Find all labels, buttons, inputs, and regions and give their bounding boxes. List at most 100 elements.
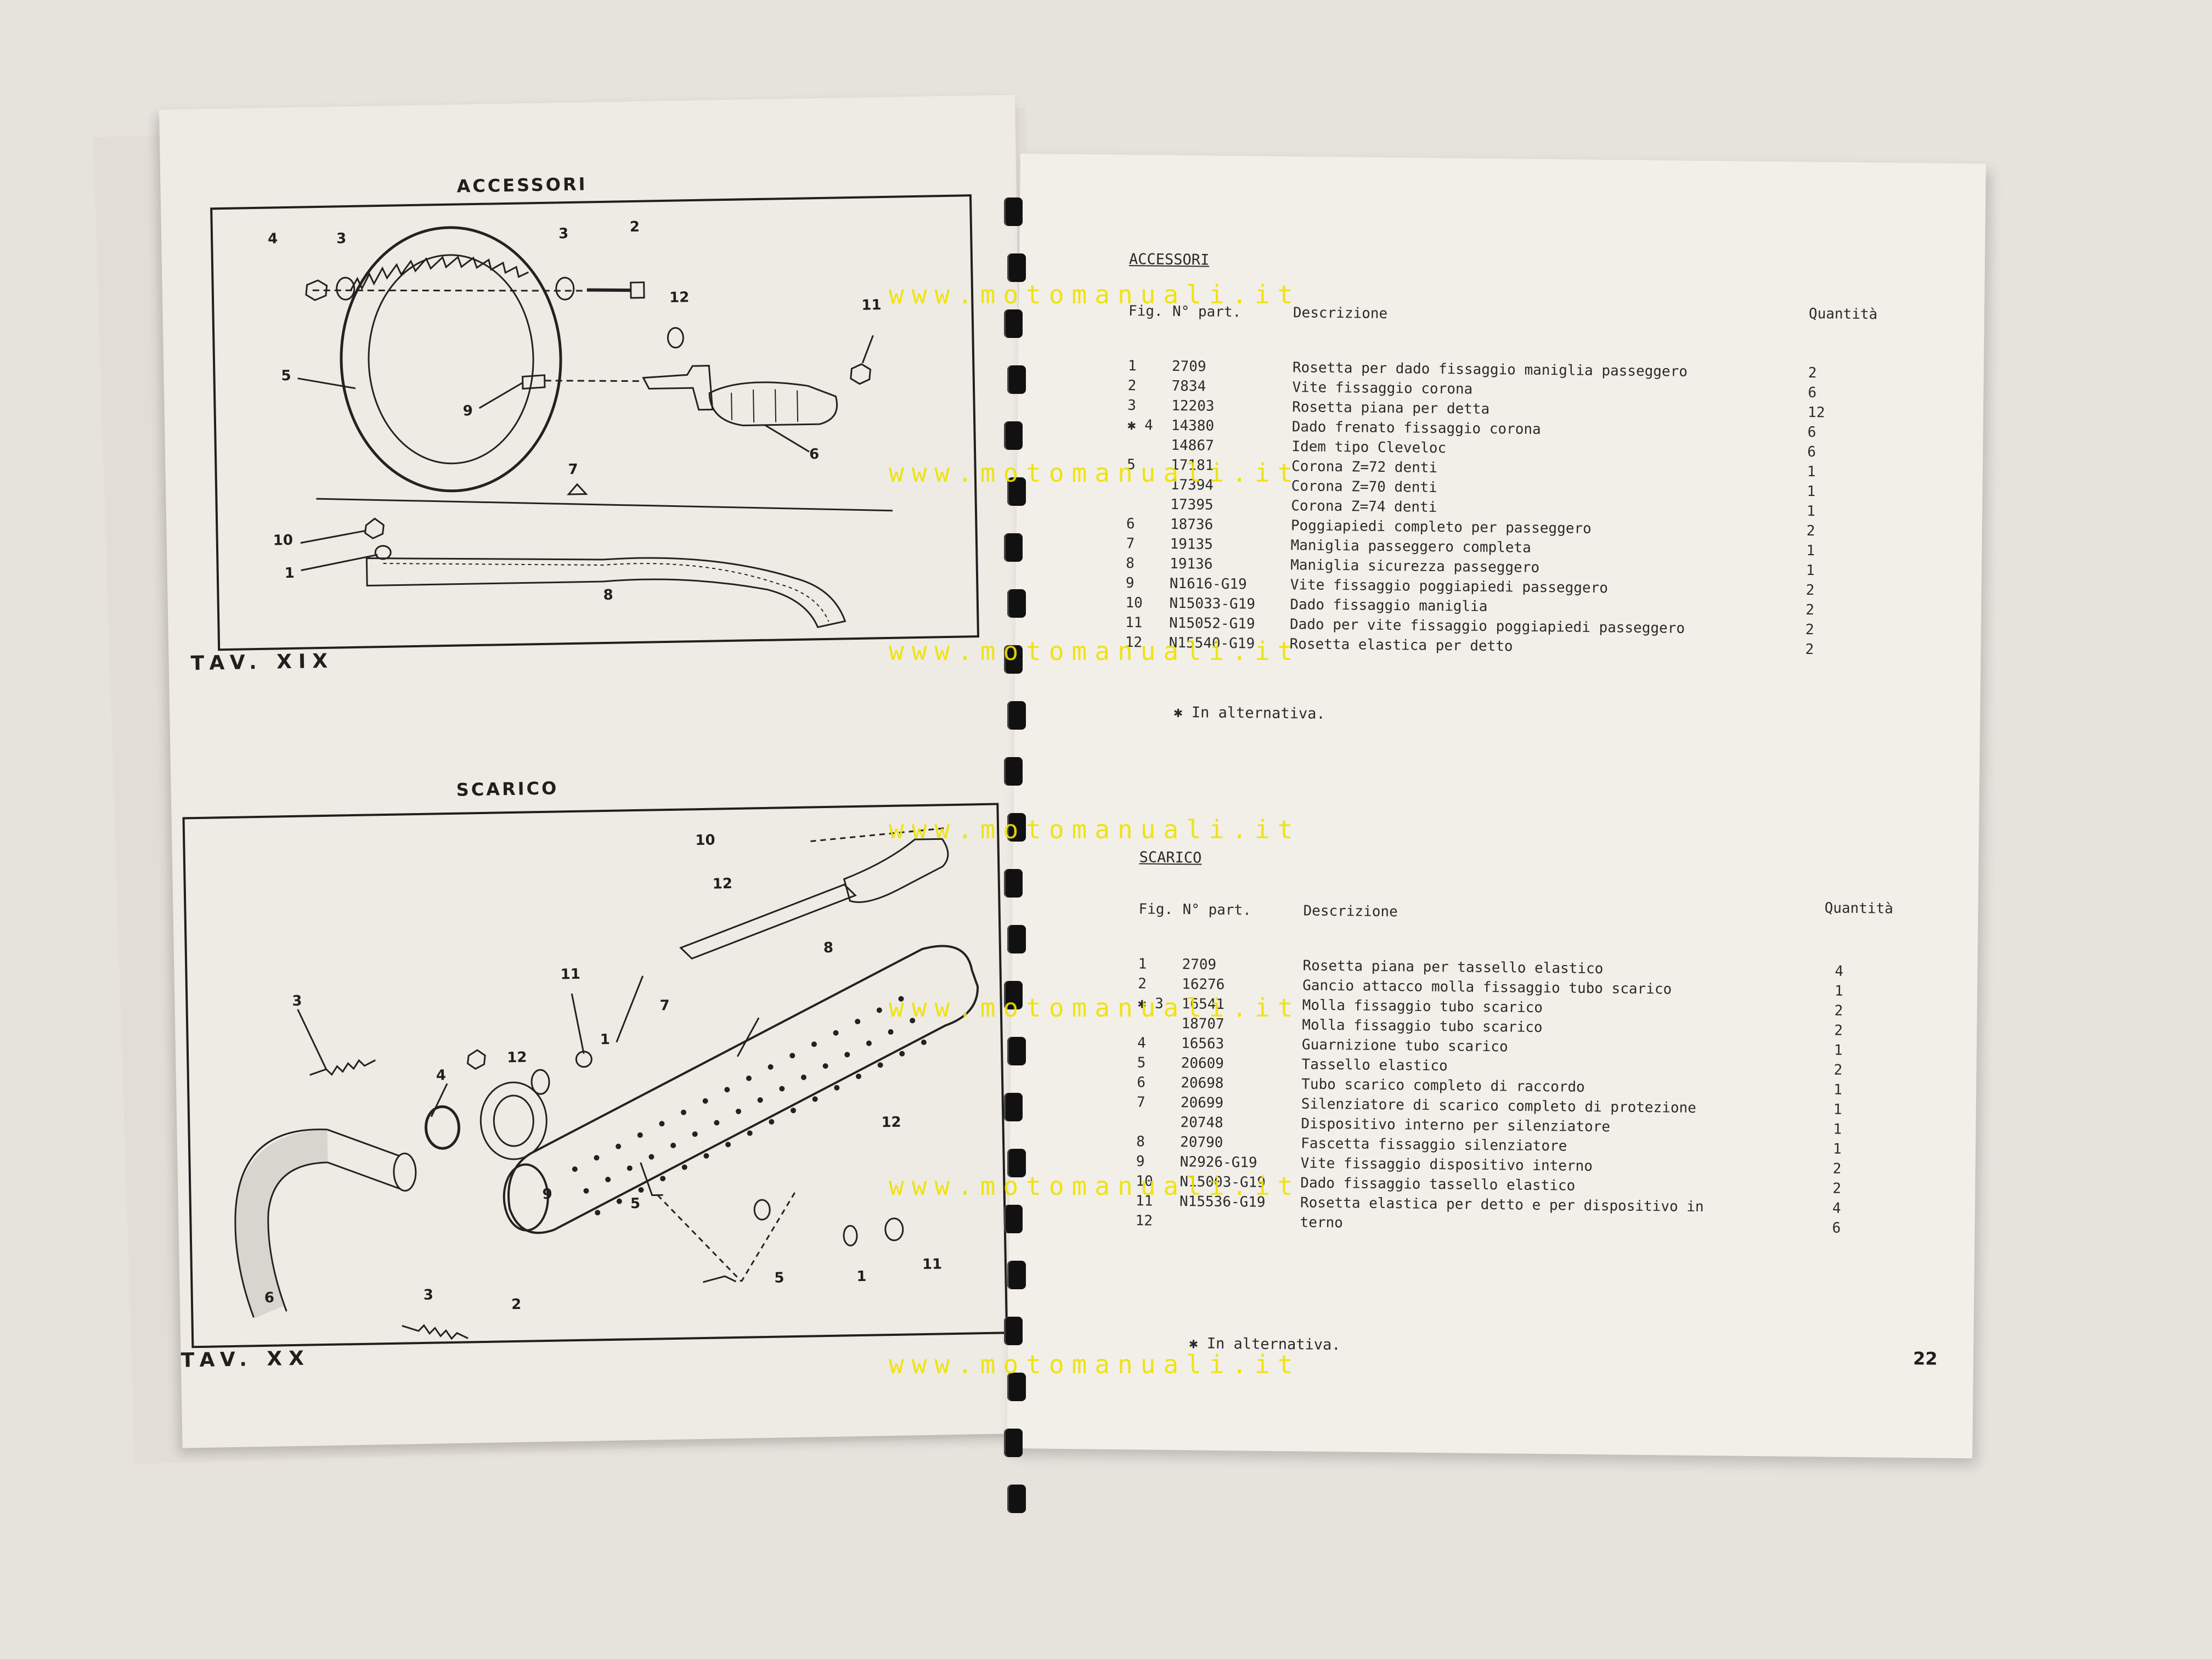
part-description: Molla fissaggio tubo scarico	[1302, 997, 1543, 1017]
accessori-diagram-frame: 4 3 3 2 12 11 5 9 7 6 10 1 8	[210, 194, 980, 651]
binding-ring	[1007, 1373, 1026, 1401]
part-quantity: 1	[1807, 464, 1816, 481]
callout-label: 11	[861, 297, 882, 314]
part-description: Dispositivo interno per silenziatore	[1301, 1115, 1611, 1136]
binding-ring	[1004, 421, 1023, 450]
scarico-exploded-view	[234, 827, 979, 1375]
part-fig-number: 12	[1135, 1212, 1153, 1229]
binding-ring	[1007, 477, 1026, 506]
part-quantity: 2	[1805, 641, 1814, 658]
part-quantity: 1	[1805, 562, 1815, 579]
watermark-text: www.motomanuali.it	[889, 636, 1301, 666]
watermark-text: www.motomanuali.it	[889, 1350, 1301, 1379]
part-fig-number: 6	[1137, 1074, 1146, 1091]
callout-label: 10	[273, 532, 294, 549]
part-quantity: 2	[1832, 1160, 1842, 1177]
part-fig-number: 6	[1126, 516, 1135, 533]
part-quantity: 1	[1807, 483, 1816, 500]
part-description: Dado fissaggio tassello elastico	[1300, 1175, 1576, 1194]
left-page: ACCESSORI	[159, 94, 1039, 1448]
part-number: 20699	[1180, 1094, 1224, 1111]
part-quantity: 2	[1834, 1002, 1843, 1019]
part-description: Vite fissaggio poggiapiedi passeggero	[1290, 577, 1609, 597]
part-quantity: 2	[1805, 622, 1814, 639]
accessori-header-desc: Descrizione	[1293, 304, 1388, 323]
part-number: N2926-G19	[1180, 1154, 1257, 1171]
part-description: Corona Z=70 denti	[1291, 478, 1437, 496]
scarico-header-qty: Quantità	[1824, 900, 1894, 917]
part-description: Vite fissaggio corona	[1292, 379, 1473, 398]
accessori-plate-number: TAV. XIX	[190, 650, 335, 675]
part-quantity: 1	[1833, 1101, 1842, 1118]
scarico-header-desc: Descrizione	[1303, 902, 1398, 921]
callout-label: 8	[603, 586, 613, 604]
part-description: Corona Z=74 denti	[1291, 498, 1437, 516]
binding-ring	[1007, 253, 1026, 282]
part-description: Poggiapiedi completo per passeggero	[1290, 517, 1592, 537]
binding-ring	[1007, 365, 1026, 394]
part-fig-number: 8	[1126, 555, 1135, 572]
accessori-exploded-view	[297, 226, 893, 628]
part-description: terno	[1300, 1214, 1344, 1232]
part-quantity: 2	[1832, 1180, 1842, 1197]
part-fig-number: 7	[1136, 1094, 1146, 1111]
part-number: N15052-G19	[1169, 614, 1255, 633]
part-quantity: 4	[1835, 963, 1844, 980]
part-fig-number: 2	[1138, 975, 1147, 992]
callout-label: 1	[284, 565, 295, 582]
callout-label: 9	[542, 1186, 552, 1203]
callout-label: 11	[560, 966, 581, 983]
part-description: Tubo scarico completo di raccordo	[1301, 1076, 1585, 1096]
part-description: Rosetta elastica per detto	[1289, 636, 1513, 655]
part-fig-number: 9	[1125, 575, 1135, 592]
callout-label: 3	[423, 1286, 434, 1304]
part-quantity: 1	[1833, 1042, 1843, 1059]
part-number: 16563	[1181, 1035, 1224, 1052]
part-description: Dado fissaggio maniglia	[1290, 596, 1488, 615]
callout-label: 4	[267, 230, 278, 247]
part-description: Rosetta per dado fissaggio maniglia pass…	[1292, 359, 1688, 380]
part-quantity: 12	[1807, 404, 1825, 421]
scarico-list-title: SCARICO	[1139, 849, 1202, 867]
binding-ring	[1004, 198, 1023, 226]
scarico-header-fig: Fig.	[1138, 901, 1173, 918]
part-fig-number: 4	[1137, 1035, 1146, 1052]
part-fig-number: 1	[1138, 956, 1147, 973]
part-description: Rosetta elastica per detto e per disposi…	[1300, 1194, 1704, 1216]
part-quantity: 6	[1807, 424, 1816, 441]
part-quantity: 2	[1805, 582, 1815, 599]
binding-ring	[1007, 1485, 1026, 1513]
callout-label: 12	[712, 875, 733, 893]
part-number: 19135	[1170, 535, 1213, 553]
accessori-footnote: ✱ In alternativa.	[1173, 703, 1325, 723]
part-description: Guarnizione tubo scarico	[1301, 1036, 1508, 1056]
part-number: 7834	[1171, 377, 1206, 395]
part-quantity: 1	[1833, 1081, 1843, 1098]
callout-label: 10	[695, 832, 715, 849]
part-description: Maniglia passeggero completa	[1290, 537, 1531, 556]
binding-ring	[1007, 1149, 1026, 1177]
callout-label: 8	[823, 939, 834, 957]
callout-label: 12	[669, 289, 690, 306]
part-quantity: 4	[1832, 1200, 1841, 1217]
accessori-list-title: ACCESSORI	[1128, 251, 1210, 269]
binding-ring	[1004, 1429, 1023, 1457]
part-quantity: 2	[1805, 602, 1815, 619]
part-description: Rosetta piana per detta	[1292, 399, 1490, 417]
watermark-text: www.motomanuali.it	[889, 280, 1301, 309]
callout-label: 5	[774, 1269, 785, 1286]
callout-label: 4	[436, 1067, 447, 1084]
right-page: ACCESSORI Fig. N° part. Descrizione Quan…	[1007, 154, 1986, 1459]
part-number: 14867	[1171, 437, 1214, 454]
part-quantity: 2	[1806, 523, 1815, 540]
part-number: 2709	[1182, 956, 1217, 973]
callout-label: 7	[568, 461, 578, 478]
callout-label: 3	[558, 225, 569, 242]
callout-label: 2	[629, 218, 640, 236]
scarico-diagram-frame: 10 12 8 11 3 7 1 12 4 12 9 5 11 6 3 2 5 …	[182, 803, 1008, 1375]
part-description: Idem tipo Cleveloc	[1291, 438, 1447, 457]
part-fig-number: 2	[1127, 377, 1137, 394]
part-quantity: 1	[1832, 1141, 1842, 1158]
